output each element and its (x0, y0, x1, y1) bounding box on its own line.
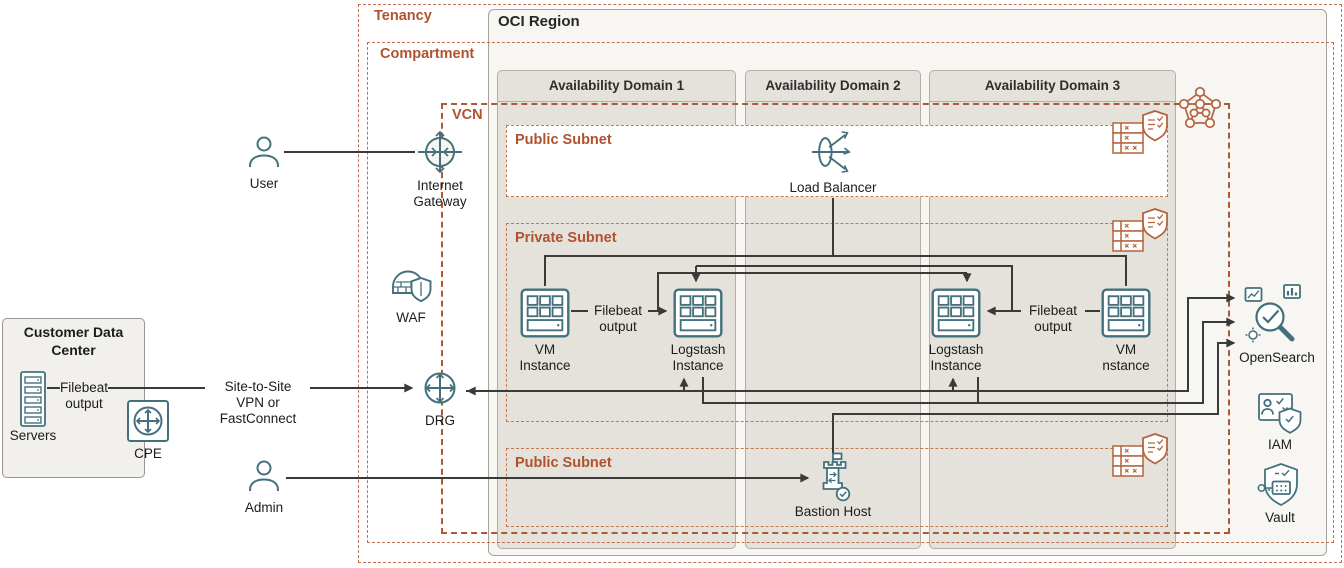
ad1-header: Availability Domain 1 (498, 71, 735, 102)
load-balancer-icon (810, 127, 856, 177)
vm-instance-1-label: VM Instance (519, 342, 571, 373)
servers-label: Servers (9, 428, 57, 443)
cpe-label: CPE (134, 446, 162, 461)
filebeat-output-ad3-label: Filebeat output (1028, 303, 1078, 334)
bastion-host-label: Bastion Host (794, 504, 872, 519)
drg-label: DRG (425, 413, 455, 428)
private-subnet (506, 223, 1168, 422)
logstash-instance-1-icon (672, 287, 724, 339)
user-icon (246, 134, 282, 170)
vm-instance-1-icon (519, 287, 571, 339)
tenancy-box (358, 4, 1342, 563)
filebeat-output-ad1-label: Filebeat output (593, 303, 643, 334)
internet-gateway-icon (417, 129, 463, 175)
waf-label: WAF (396, 310, 426, 325)
public-subnet-top-label: Public Subnet (515, 132, 612, 148)
opensearch-icon (1244, 284, 1302, 346)
filebeat-output-onprem-label: Filebeat output (59, 380, 109, 411)
public-subnet-bottom-label: Public Subnet (515, 455, 612, 471)
private-subnet-label: Private Subnet (515, 230, 617, 246)
drg-icon (419, 367, 461, 409)
bastion-host-icon (813, 452, 853, 502)
logstash-to-opensearch-bus (702, 317, 1236, 404)
vcn-label: VCN (452, 107, 483, 123)
tenancy-label: Tenancy (374, 8, 432, 24)
customer-data-center-title: Customer Data Center (23, 324, 124, 358)
iam-label: IAM (1267, 437, 1292, 452)
logstash-instance-2-icon (930, 287, 982, 339)
oci-region-label: OCI Region (498, 13, 580, 30)
vm-instance-2-label: VM nstance (1102, 342, 1150, 373)
vm1-filebeat-to-logstash2-bus (657, 272, 967, 311)
logstash-instance-2-label: Logstash Instance (928, 342, 984, 373)
admin-icon (246, 458, 282, 494)
opensearch-label: OpenSearch (1239, 350, 1315, 365)
load-balancer-label: Load Balancer (789, 180, 877, 195)
bastion-to-opensearch-bus (832, 338, 1236, 453)
compartment-box (367, 42, 1334, 543)
waf-icon (388, 261, 434, 307)
compartment-label: Compartment (380, 46, 475, 62)
servers-icon (19, 370, 47, 428)
internet-gateway-label: Internet Gateway (413, 178, 467, 209)
cpe-icon (126, 399, 170, 443)
admin-label: Admin (244, 500, 284, 515)
user-label: User (249, 176, 279, 191)
drg-logstash-opensearch-bus (466, 293, 1236, 392)
vault-label: Vault (1265, 510, 1295, 525)
lb-to-vm-bus (544, 255, 1127, 286)
ad2-header: Availability Domain 2 (746, 71, 920, 102)
public-subnet-bottom (506, 448, 1168, 527)
vault-icon (1257, 462, 1303, 508)
ad3-header: Availability Domain 3 (930, 71, 1175, 102)
vm2-filebeat-to-logstash1-bus (696, 265, 1013, 311)
vm-instance-2-icon (1100, 287, 1152, 339)
iam-icon (1257, 388, 1303, 434)
logstash-instance-1-label: Logstash Instance (670, 342, 726, 373)
site-to-site-vpn-label: Site-to-Site VPN or FastConnect (219, 379, 297, 426)
public-subnet-top (506, 125, 1168, 197)
